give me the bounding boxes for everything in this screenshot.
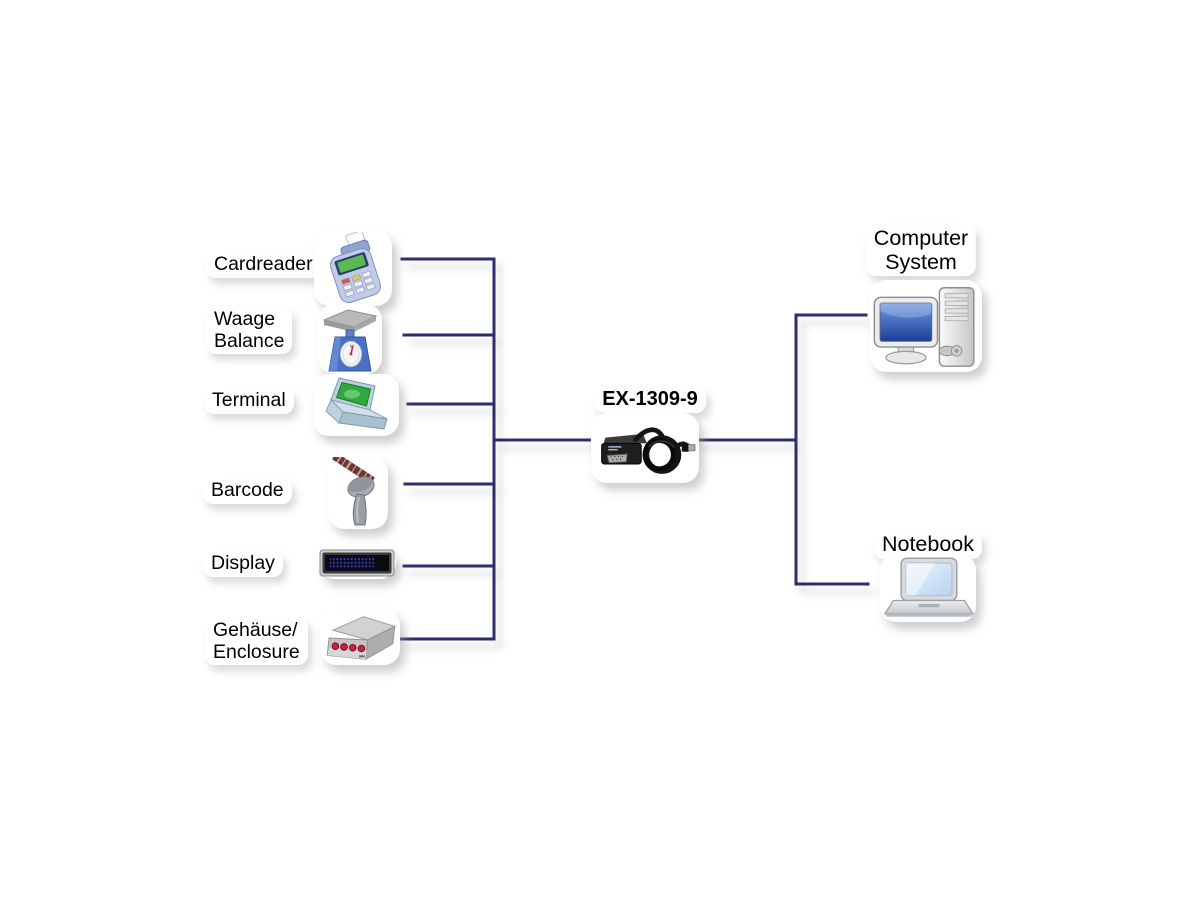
- label-text: Gehäuse/: [213, 619, 298, 641]
- label-text: System: [885, 249, 957, 274]
- label-text: Notebook: [881, 532, 975, 556]
- device-label-scale: Waage Balance: [206, 307, 293, 354]
- label-text: Waage: [214, 308, 276, 330]
- device-label-display: Display: [203, 551, 283, 577]
- device-label-barcode: Barcode: [203, 478, 292, 504]
- barcode-scanner-icon: [328, 457, 388, 529]
- usb-serial-cable-icon: [591, 413, 699, 483]
- device-label-cardreader: Cardreader: [206, 252, 321, 278]
- adapter-label: EX-1309-9: [594, 387, 706, 413]
- desktop-computer-icon: [870, 280, 982, 372]
- label-text: Cardreader: [214, 253, 313, 275]
- label-text: Display: [211, 552, 275, 574]
- host-label-notebook: Notebook: [873, 531, 983, 559]
- label-text: Computer: [873, 226, 969, 250]
- label-text: Terminal: [212, 389, 286, 411]
- enclosure-icon: [320, 609, 400, 665]
- led-display-icon: [318, 547, 396, 579]
- label-text: Barcode: [211, 479, 284, 501]
- device-label-terminal: Terminal: [204, 388, 294, 414]
- host-label-computer-system: Computer System: [865, 225, 977, 276]
- label-text: Balance: [214, 329, 285, 352]
- label-text: EX-1309-9: [602, 388, 698, 410]
- notebook-icon: [880, 554, 976, 622]
- terminal-icon: [313, 374, 399, 436]
- device-label-enclosure: Gehäuse/ Enclosure: [205, 618, 308, 665]
- scale-icon: [318, 304, 382, 374]
- cardreader-icon: [314, 230, 392, 306]
- label-text: Enclosure: [213, 640, 300, 663]
